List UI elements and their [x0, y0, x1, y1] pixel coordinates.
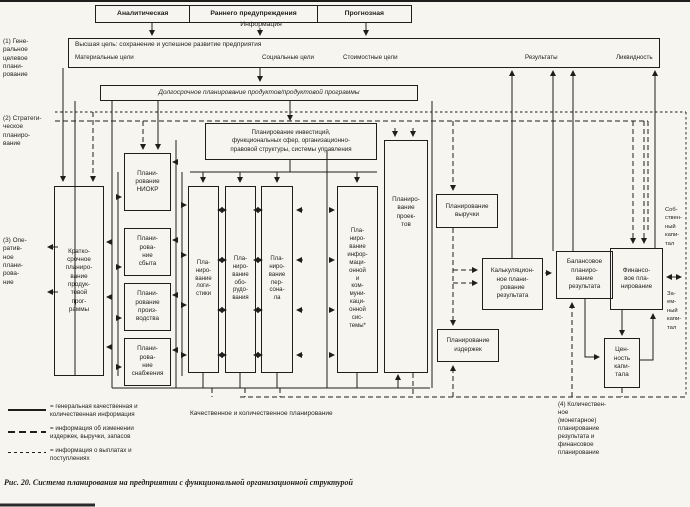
box-equipment-planning: Пла- ниро- вание обо- рудо- вания — [225, 186, 256, 373]
box-capital-value: Цен- ность капи- тала — [604, 338, 640, 388]
level-2-label: (2) Стратеги- ческое планиро- вание — [3, 115, 42, 147]
legend-dashdot-line — [8, 452, 46, 453]
box-revenue-planning: Планирование выручки — [436, 194, 498, 228]
goal-results-label: Результаты — [525, 54, 558, 61]
info-forecast-label: Прогнозная — [344, 9, 384, 17]
box-rnd-planning: Плани- рование НИОКР — [124, 153, 171, 211]
box-costs-planning: Планирование издержек — [437, 329, 499, 362]
information-label: Информация — [240, 21, 282, 28]
goal-cost-label: Стоимостные цели — [343, 54, 398, 61]
borrowed-capital-label: За- ем- ный капи- тал — [667, 291, 682, 331]
level-1-label: (1) Гене- ральное целевое плани- рование — [3, 38, 29, 79]
box-sales-planning: Плани- рова- ние сбыта — [124, 228, 171, 276]
box-procurement-planning: Плани- рова- ние снабжения — [124, 338, 171, 386]
supreme-goal-title: Высшая цель: сохранение и успешное разви… — [75, 41, 262, 48]
box-projects-planning: Планиро- вание проек- тов — [384, 140, 428, 373]
box-investment-planning: Планирование инвестиций, функциональных … — [205, 123, 377, 160]
goal-material-label: Материальные цели — [75, 54, 134, 61]
level-3-label: (3) Опе- ратив- ное плани- рова- ние — [3, 237, 27, 286]
box-financial-planning: Финансо- вое пла- нирование — [610, 248, 663, 310]
legend-dashed-text: = информация об изменении издержек, выру… — [50, 425, 134, 441]
info-analytic-label: Аналитическая — [117, 9, 169, 17]
own-capital-label: Соб- ствен- ный капи- тал — [665, 207, 682, 247]
figure-caption: Рис. 20. Система планирования на предпри… — [4, 478, 353, 487]
info-sources-box: Аналитическая Раннего предупреждения Про… — [95, 5, 412, 23]
box-calculation-result-planning: Калькуляцион- ное плани- рование результ… — [482, 258, 543, 310]
box-longterm-product-program: Долгосрочное планирование продуктов/прод… — [100, 85, 418, 101]
qual-quant-planning-label: Качественное и количественное планирован… — [190, 410, 333, 417]
box-infocom-system-planning: Пла- ниро- вание инфор- маци- онной и ко… — [337, 186, 378, 373]
box-logistics-planning: Пла- ниро- вание логи- стики — [188, 186, 219, 373]
legend-solid-text: = генеральная качественная и количествен… — [50, 403, 138, 419]
box-production-planning: Плани- рование произ- водства — [124, 283, 171, 331]
legend-dashed-line — [8, 431, 46, 433]
legend-dashdot-text: = информация о выплатах и поступлениях — [50, 447, 132, 463]
legend-solid-line — [8, 409, 46, 411]
goal-liquidity-label: Ликвидность — [616, 54, 653, 61]
box-personnel-planning: Пла- ниро- вание пер- сона- ла — [261, 186, 293, 373]
info-early-warning-label: Раннего предупреждения — [189, 6, 318, 22]
box-shortterm-product-program: Кратко- срочное планиро- вание продук- т… — [54, 186, 104, 376]
goal-social-label: Социальные цели — [262, 54, 314, 61]
supreme-goal-box — [68, 38, 660, 68]
box-balance-result-planning: Балансовое планиро- вание результата — [556, 251, 613, 299]
level-4-label: (4) Количествен- ное (монетарное) планир… — [558, 401, 606, 457]
